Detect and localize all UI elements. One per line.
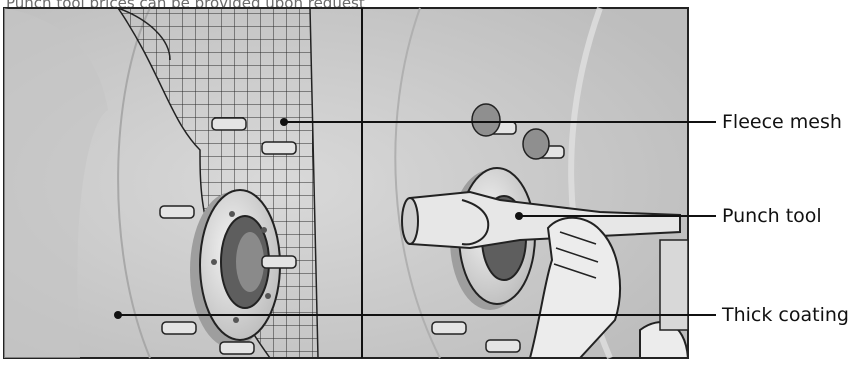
label-thick-coating: Thick coating	[722, 304, 849, 326]
label-fleece-mesh: Fleece mesh	[722, 111, 842, 133]
label-punch-tool: Punch tool	[722, 205, 822, 227]
